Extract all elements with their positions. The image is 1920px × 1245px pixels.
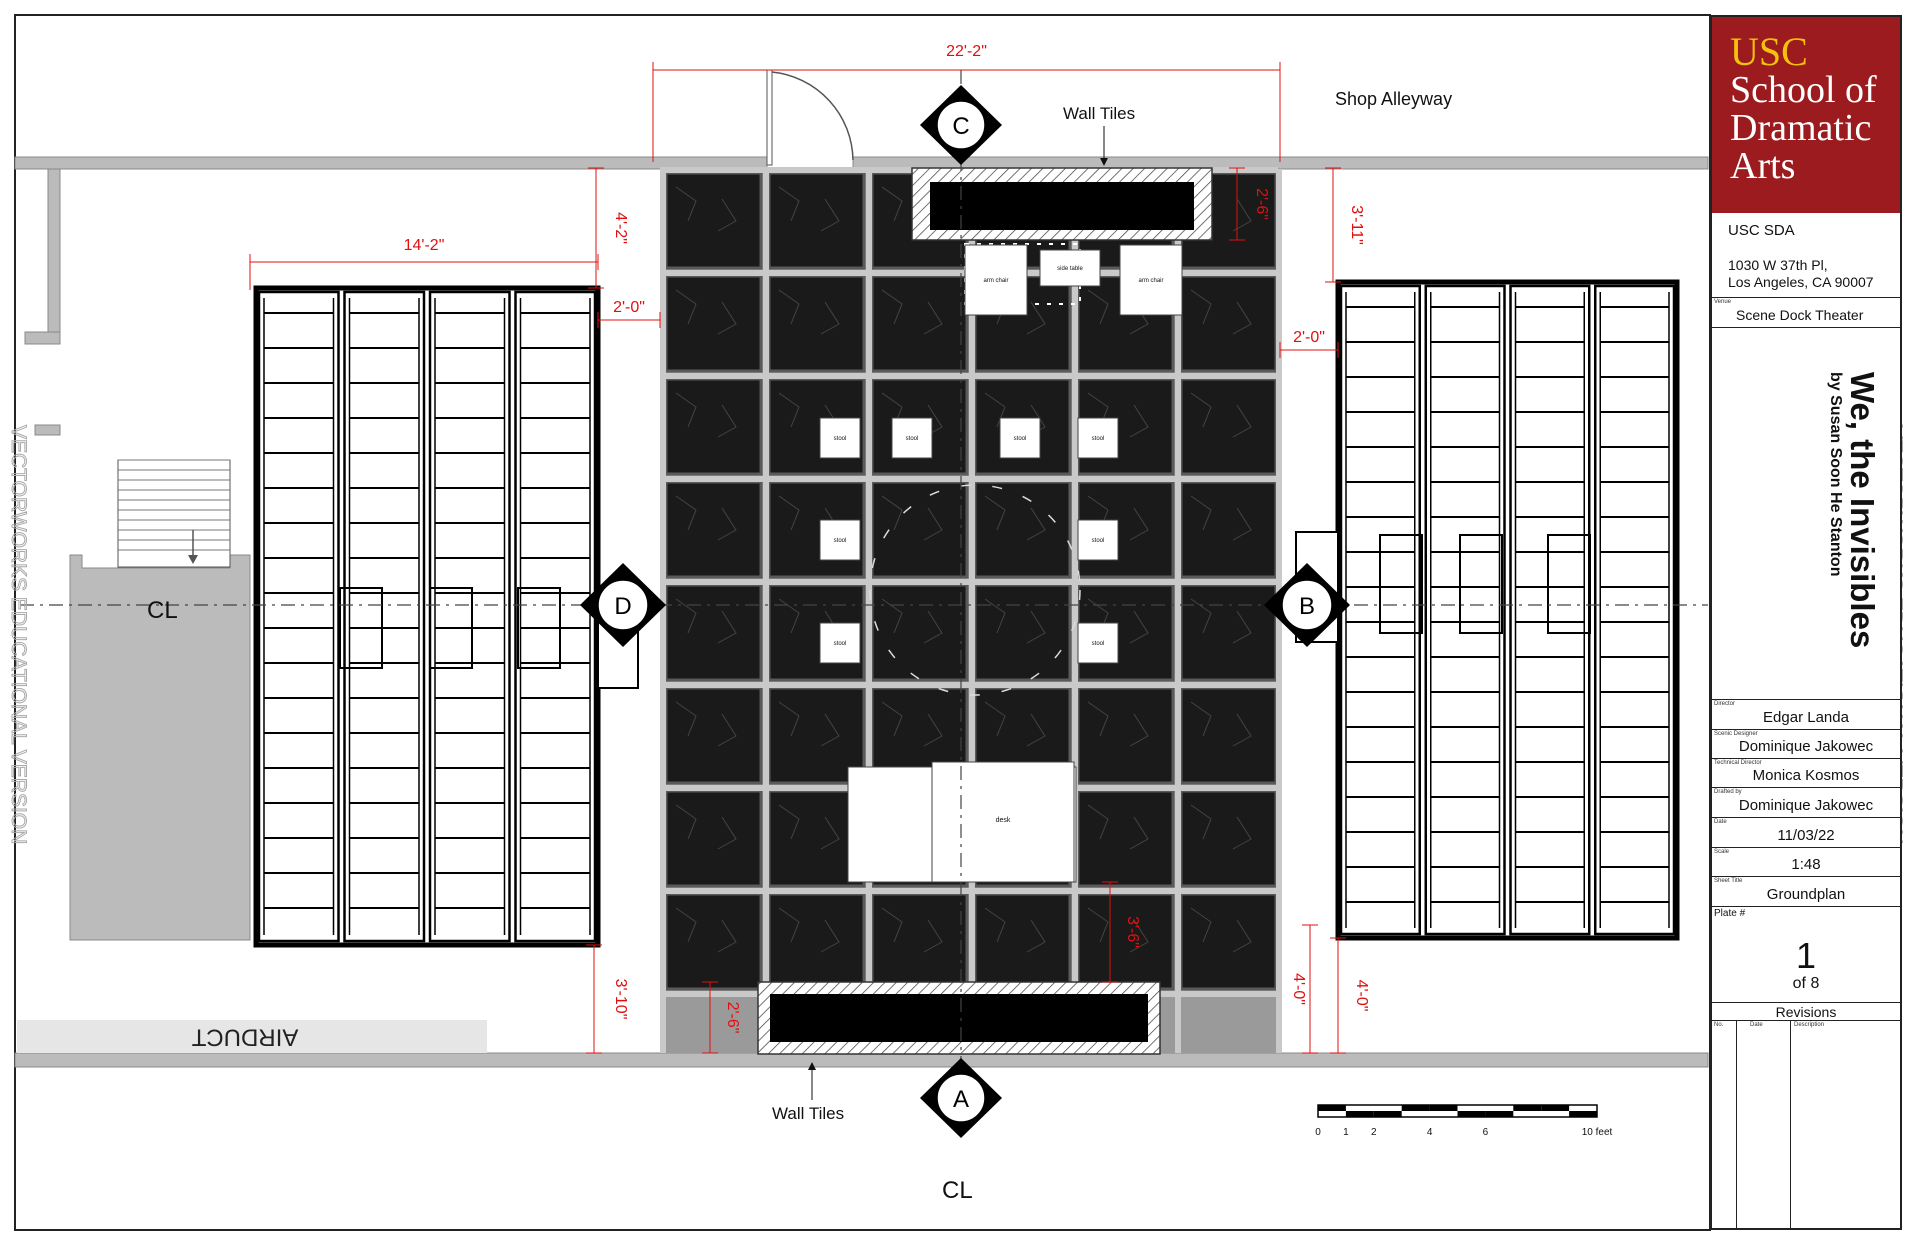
svg-text:stool: stool — [834, 641, 847, 647]
wall-tiles-bottom-label: Wall Tiles — [772, 1104, 844, 1123]
svg-text:side table: side table — [1057, 266, 1083, 272]
sheet-title: Groundplan — [1766, 886, 1846, 903]
view-marker-top: C — [920, 85, 1002, 165]
date-label: Date — [1714, 819, 1727, 825]
drafted-by: Dominique Jakowec — [1738, 797, 1874, 814]
svg-text:stool: stool — [834, 538, 847, 544]
org-name: USC SDA — [1728, 222, 1795, 239]
usc-logo: USC School of Dramatic Arts — [1712, 17, 1900, 213]
furniture-side-table: side table — [1039, 249, 1101, 287]
furniture-stool: stool — [1077, 519, 1119, 561]
svg-text:stool: stool — [1092, 538, 1105, 544]
sheet-title-label: Sheet Title — [1714, 878, 1743, 884]
door — [766, 69, 854, 166]
svg-text:B: B — [1299, 593, 1315, 620]
scale-label: Scale — [1714, 849, 1730, 855]
view-marker-left: D — [580, 563, 666, 647]
svg-text:4'-0": 4'-0" — [1353, 980, 1370, 1012]
revision-no-header: No. — [1714, 1022, 1724, 1028]
seating-left — [253, 285, 639, 948]
theater-walls — [14, 156, 1709, 1068]
airduct — [17, 1020, 487, 1053]
stair — [118, 459, 230, 551]
svg-text:4: 4 — [1427, 1127, 1433, 1138]
svg-text:2'-6": 2'-6" — [724, 1002, 741, 1034]
svg-text:4'-0": 4'-0" — [1290, 973, 1307, 1005]
svg-text:arm chair: arm chair — [983, 278, 1008, 284]
venue: Scene Dock Theater — [1736, 307, 1864, 323]
svg-text:desk: desk — [996, 817, 1011, 824]
svg-text:22'-2": 22'-2" — [946, 43, 987, 60]
svg-text:stool: stool — [906, 436, 919, 442]
svg-text:2'-0": 2'-0" — [613, 299, 645, 316]
scale: 1:48 — [1791, 856, 1821, 873]
svg-text:10 feet: 10 feet — [1582, 1127, 1613, 1138]
furniture-stool: stool — [891, 417, 933, 459]
furniture-arm-chair: arm chair — [964, 244, 1028, 316]
svg-text:D: D — [614, 593, 631, 620]
plate-of: of 8 — [1792, 975, 1820, 992]
wall-tiles-top-label: Wall Tiles — [1063, 104, 1135, 123]
revision-date-header: Date — [1750, 1022, 1763, 1028]
scenic-designer: Dominique Jakowec — [1738, 738, 1874, 755]
svg-text:C: C — [952, 113, 969, 140]
view-marker-bottom: A — [920, 1058, 1002, 1138]
furniture-stool: stool — [819, 519, 861, 561]
address-line-2: Los Angeles, CA 90007 — [1728, 274, 1874, 290]
svg-text:3'-6": 3'-6" — [1124, 916, 1141, 948]
title-block: USC School of Dramatic Arts USC SDA 1030… — [1710, 15, 1902, 1230]
furniture-stool: stool — [999, 417, 1041, 459]
technical-director-label: Technical Director — [1714, 760, 1762, 766]
venue-label: Venue — [1714, 299, 1732, 305]
plate-label: Plate # — [1714, 908, 1746, 919]
svg-text:1: 1 — [1343, 1127, 1349, 1138]
plate-number: 1 — [1795, 935, 1817, 976]
svg-text:0: 0 — [1315, 1127, 1321, 1138]
address-line-1: 1030 W 37th Pl, — [1728, 257, 1828, 273]
svg-text:2: 2 — [1371, 1127, 1377, 1138]
svg-text:6: 6 — [1483, 1127, 1489, 1138]
svg-text:A: A — [953, 1086, 969, 1113]
svg-text:2'-0": 2'-0" — [1293, 329, 1325, 346]
director: Edgar Landa — [1763, 709, 1849, 726]
svg-text:arm chair: arm chair — [1138, 278, 1163, 284]
furniture-stool: stool — [819, 417, 861, 459]
furniture-stool: stool — [1077, 417, 1119, 459]
svg-text:2'-6": 2'-6" — [1253, 188, 1270, 220]
svg-text:stool: stool — [834, 436, 847, 442]
svg-text:stool: stool — [1092, 436, 1105, 442]
furniture-arm-chair: arm chair — [1119, 244, 1183, 316]
shop-alleyway-label: Shop Alleyway — [1335, 89, 1452, 109]
revisions-label: Revisions — [1775, 1004, 1837, 1020]
watermark-left: VECTORWORKS EDUCATIONAL VERSION — [7, 425, 30, 844]
scenic-designer-label: Scenic Designer — [1714, 731, 1758, 737]
seating-right — [1295, 279, 1680, 941]
revision-description-header: Description — [1794, 1022, 1825, 1028]
furniture-stool: stool — [819, 622, 861, 664]
furniture-stool: stool — [1077, 622, 1119, 664]
svg-text:stool: stool — [1014, 436, 1027, 442]
technical-director: Monica Kosmos — [1752, 767, 1860, 784]
view-marker-right: B — [1264, 563, 1350, 647]
centerline-label-bottom: CL — [942, 1177, 973, 1204]
centerline-label-left: CL — [147, 597, 178, 624]
svg-text:3'-11": 3'-11" — [1348, 205, 1365, 245]
director-label: Director — [1714, 701, 1736, 707]
svg-text:4'-2": 4'-2" — [612, 212, 629, 244]
airduct-label: AIRDUCT — [191, 1024, 298, 1051]
dimensions: 22'-2" 14'-2" 4'-2" 2'-0" 2'-0" 3'-11" 2'-6" 3'… — [249, 43, 1370, 1054]
furniture: arm chair arm chair side table stool stool st… — [819, 243, 1183, 883]
svg-text:14'-2": 14'-2" — [404, 237, 445, 254]
date: 11/03/22 — [1777, 827, 1835, 844]
svg-text:stool: stool — [1092, 641, 1105, 647]
scale-bar: 0 1 2 4 6 10 feet — [1315, 1104, 1613, 1138]
show-title: We, the Invisibles by Susan Soon He Stan… — [1827, 372, 1881, 649]
svg-text:3'-10": 3'-10" — [612, 979, 629, 1020]
drafted-by-label: Drafted by — [1714, 789, 1742, 795]
